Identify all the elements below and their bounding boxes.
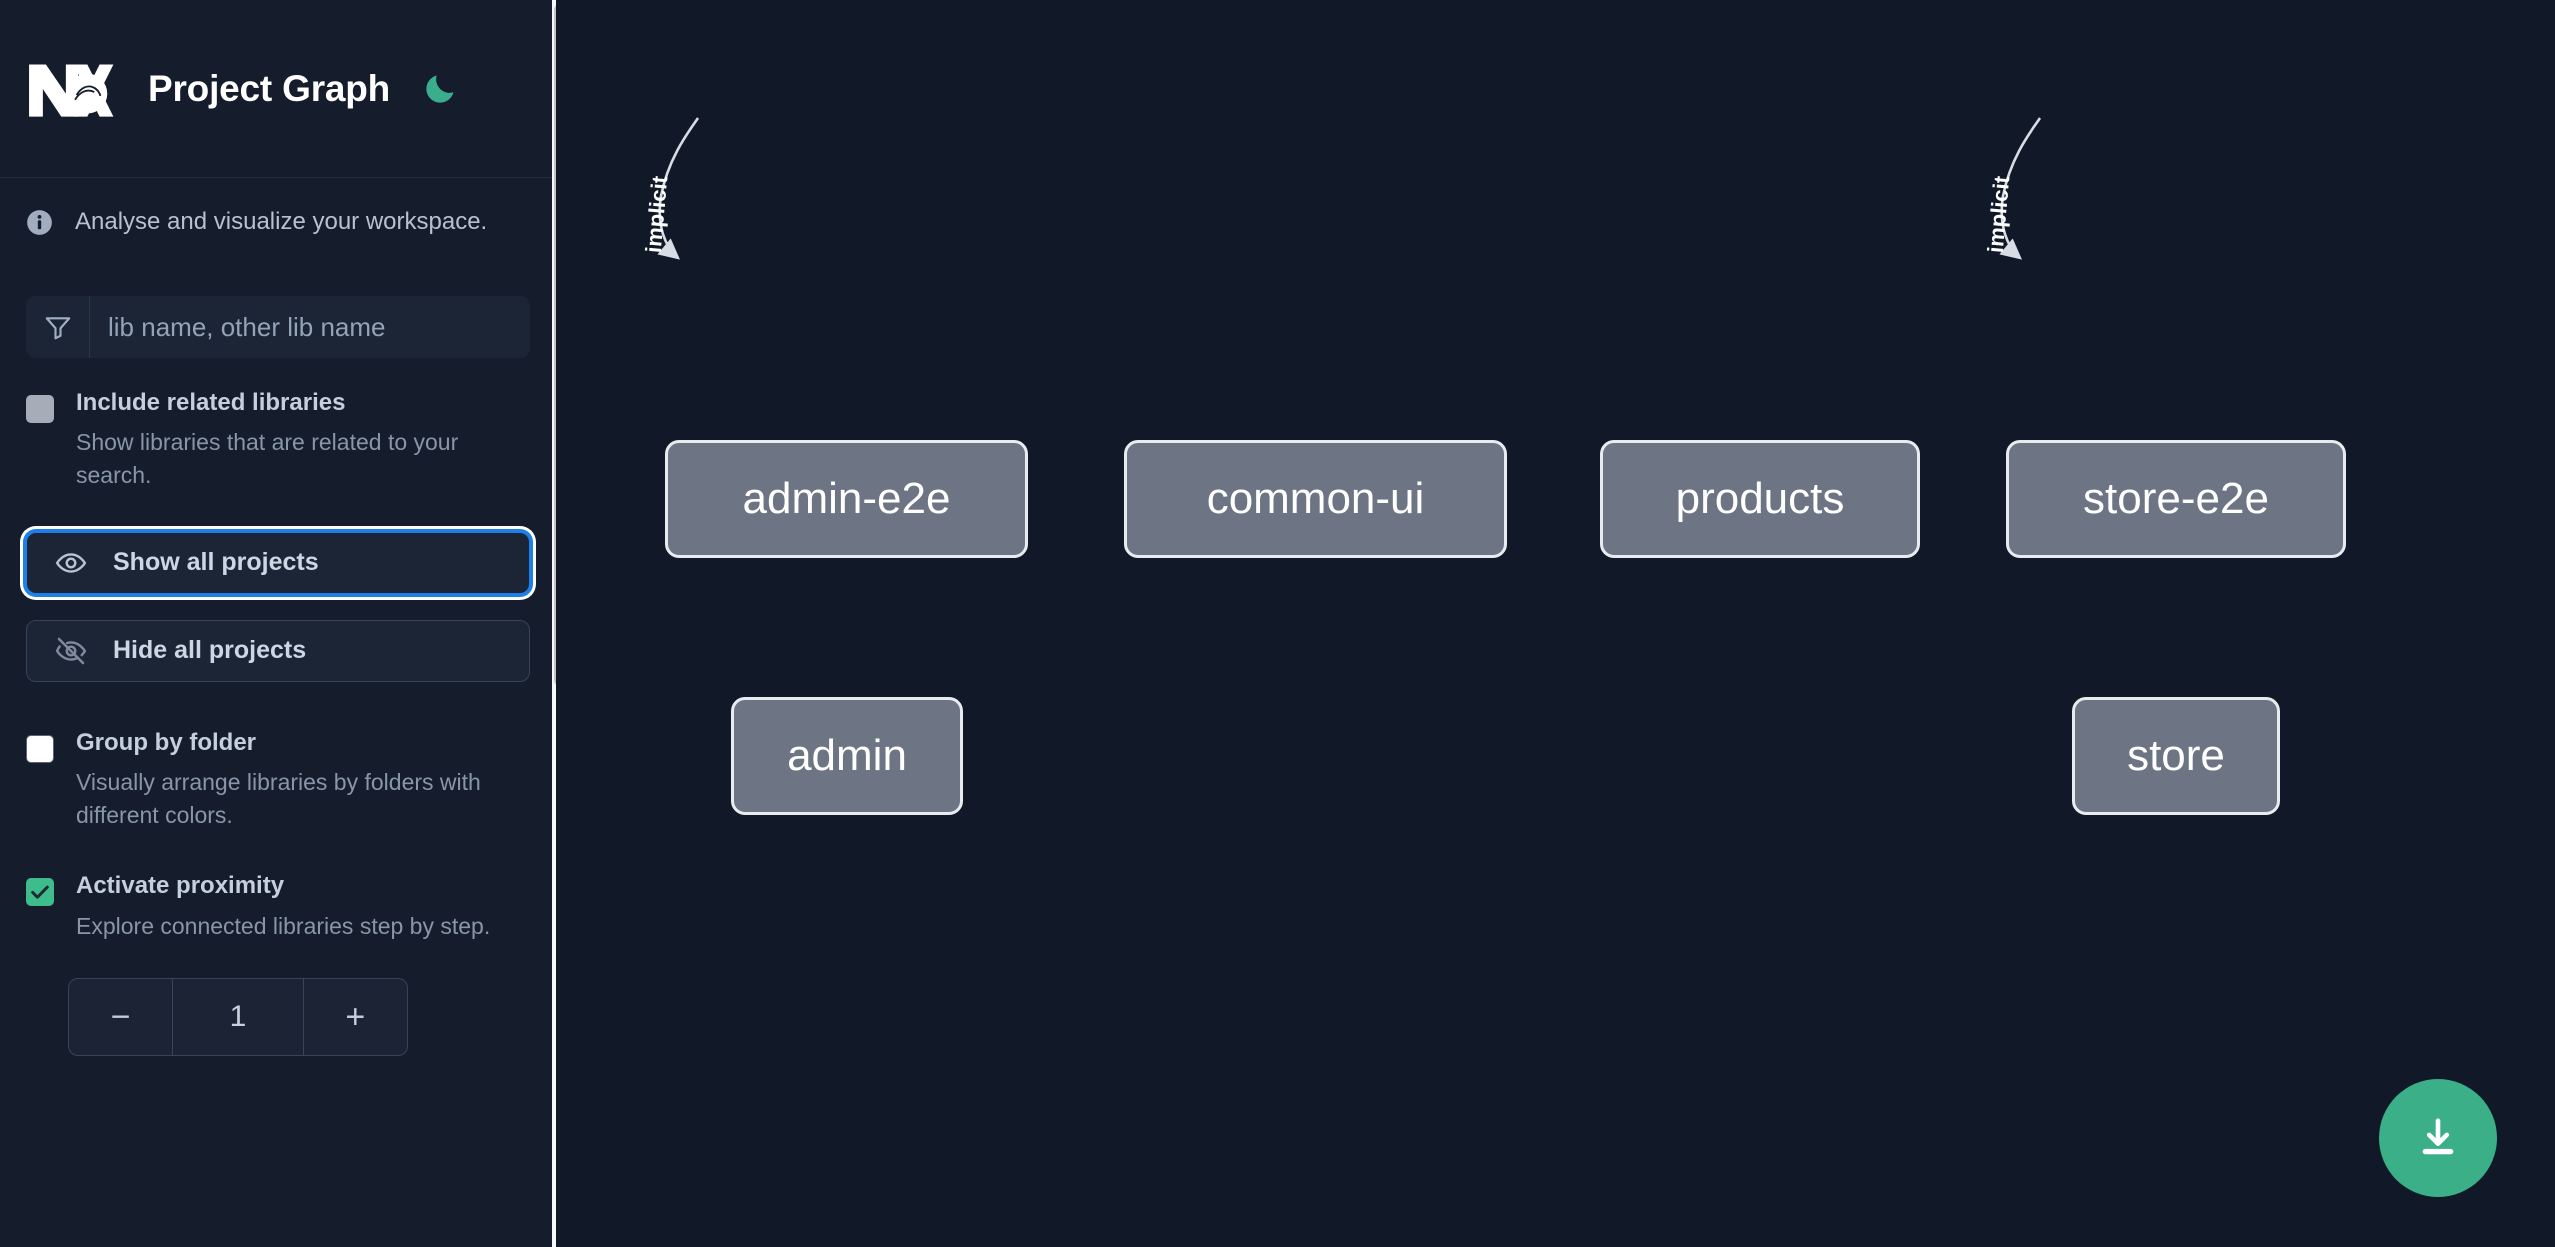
option-group-by-folder[interactable]: Group by folder Visually arrange librari… [26,728,530,832]
moon-icon[interactable] [418,67,462,111]
eye-off-icon [55,635,87,667]
graph-node-admin-e2e[interactable]: admin-e2e [665,440,1028,558]
edge-store-e2e-store [1999,117,2042,260]
option-activate-proximity[interactable]: Activate proximity Explore connected lib… [26,873,530,942]
info-circle-icon [26,209,53,236]
graph-node-store[interactable]: store [2072,697,2280,815]
option-description: Visually arrange libraries by folders wi… [76,769,481,828]
check-icon [31,885,49,900]
option-text: Activate proximity Explore connected lib… [76,873,490,942]
filter-box[interactable] [26,296,530,358]
nx-logo-icon [26,58,118,120]
show-all-projects-label: Show all projects [113,548,319,577]
graph-node-admin[interactable]: admin [731,697,963,815]
option-text: Include related libraries Show libraries… [76,389,528,492]
option-label: Activate proximity [76,872,285,900]
workspace-info: Analyse and visualize your workspace. [0,178,556,266]
sidebar-header: Project Graph [0,0,556,178]
proximity-decrement-button[interactable]: − [69,979,174,1056]
activate-proximity-checkbox[interactable] [26,878,54,907]
workspace-info-text: Analyse and visualize your workspace. [75,208,488,235]
option-text: Group by folder Visually arrange librari… [76,728,528,832]
funnel-icon[interactable] [26,296,90,358]
search-input[interactable] [90,296,530,358]
proximity-stepper: − 1 + [68,978,408,1057]
graph-node-store-e2e[interactable]: store-e2e [2006,440,2346,558]
option-label: Include related libraries [76,389,346,416]
show-all-projects-button[interactable]: Show all projects [26,531,530,594]
download-icon [2415,1114,2461,1163]
hide-all-projects-button[interactable]: Hide all projects [26,619,530,682]
graph-edges: implicit implicit [641,117,2042,260]
edge-admin-e2e-admin [657,117,700,260]
group-by-folder-checkbox[interactable] [26,734,54,763]
graph-canvas[interactable]: implicit implicit admin-e2e common-ui pr… [556,0,2555,1247]
sidebar: Project Graph Analyse and visualize your… [0,0,568,1247]
edge-label-implicit: implicit [641,174,673,254]
hide-all-projects-label: Hide all projects [113,636,307,665]
option-label: Group by folder [76,728,256,756]
sidebar-body: Include related libraries Show libraries… [0,296,556,1057]
page-title: Project Graph [148,67,391,109]
edge-label-implicit: implicit [1983,174,2015,254]
include-related-libraries-checkbox[interactable] [26,395,54,423]
eye-icon [55,547,87,579]
graph-node-common-ui[interactable]: common-ui [1124,440,1507,558]
proximity-value: 1 [229,1000,247,1034]
option-description: Show libraries that are related to your … [76,429,459,489]
graph-node-products[interactable]: products [1600,440,1920,558]
option-description: Explore connected libraries step by step… [76,912,491,939]
download-button[interactable] [2379,1079,2497,1197]
option-include-related-libraries[interactable]: Include related libraries Show libraries… [26,389,530,492]
proximity-increment-button[interactable]: + [302,979,407,1056]
visibility-buttons: Show all projects Hide all projects [26,531,530,682]
